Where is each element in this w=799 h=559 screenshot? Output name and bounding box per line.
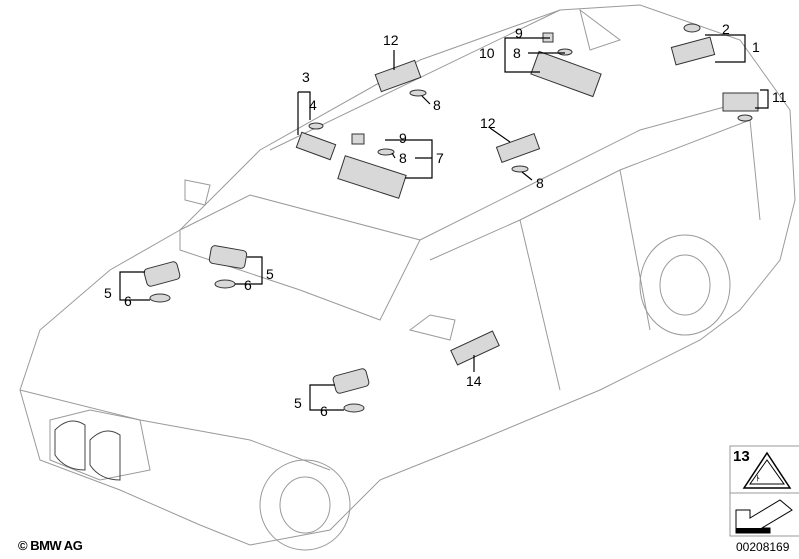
reading-light-7 xyxy=(337,155,407,199)
reading-light-12a xyxy=(374,59,422,93)
reading-light-10 xyxy=(530,50,602,98)
leader-lines xyxy=(119,34,769,411)
svg-text:ﾄ: ﾄ xyxy=(756,474,760,483)
bulb-6b xyxy=(214,279,236,289)
door-light-5a xyxy=(143,261,181,287)
callout-9b: 9 xyxy=(515,25,523,41)
callout-8a: 8 xyxy=(433,97,441,113)
callout-8c: 8 xyxy=(513,45,521,61)
direction-arrow-icon xyxy=(735,499,793,534)
bulb-socket-9a xyxy=(351,133,365,145)
copyright-text: © BMW AG xyxy=(18,538,83,553)
bulb-6c xyxy=(343,403,365,413)
callout-1: 1 xyxy=(752,39,760,55)
callout-6a: 6 xyxy=(124,293,132,309)
bulb-8b xyxy=(377,148,395,156)
car-outline xyxy=(19,4,796,551)
callout-6c: 6 xyxy=(320,403,328,419)
switch-14 xyxy=(450,330,500,366)
callout-3: 3 xyxy=(302,69,310,85)
door-light-5b xyxy=(208,245,248,269)
callout-13: 13 xyxy=(733,448,750,465)
bulb-2 xyxy=(683,23,701,33)
diagram-id: 00208169 xyxy=(736,540,790,554)
callout-11: 11 xyxy=(772,89,787,105)
callout-labels: 1 2 3 4 5 6 5 6 5 6 7 8 8 8 8 9 9 10 11 … xyxy=(104,21,787,419)
symbol-box: 13 ﾄ xyxy=(729,445,799,537)
callout-6b: 6 xyxy=(244,277,252,293)
callout-10: 10 xyxy=(479,45,495,61)
callout-7: 7 xyxy=(436,150,444,166)
bulb-6a xyxy=(149,293,171,303)
bulb-8d xyxy=(511,165,529,173)
bulb-8c xyxy=(557,48,573,56)
callout-4: 4 xyxy=(309,97,317,113)
bulb-8a xyxy=(409,89,427,97)
reading-light-12b xyxy=(495,133,541,163)
callout-5a: 5 xyxy=(104,285,112,301)
callout-12b: 12 xyxy=(480,115,496,131)
bulb-4 xyxy=(308,122,324,130)
bulb-11 xyxy=(737,114,753,122)
hot-surface-warning-icon: ﾄ xyxy=(742,451,792,489)
callout-12a: 12 xyxy=(383,32,399,48)
kidney-grille xyxy=(54,420,121,481)
callout-14: 14 xyxy=(466,373,482,389)
callout-8d: 8 xyxy=(536,175,544,191)
parts xyxy=(143,23,759,413)
luggage-light-11 xyxy=(722,92,759,112)
interior-light-3 xyxy=(295,131,337,161)
callout-5b: 5 xyxy=(266,266,274,282)
callout-8b: 8 xyxy=(399,150,407,166)
callout-2: 2 xyxy=(722,21,730,37)
callout-5c: 5 xyxy=(294,395,302,411)
door-light-5c xyxy=(332,368,370,394)
interior-light-1 xyxy=(670,36,716,66)
callout-9a: 9 xyxy=(399,130,407,146)
